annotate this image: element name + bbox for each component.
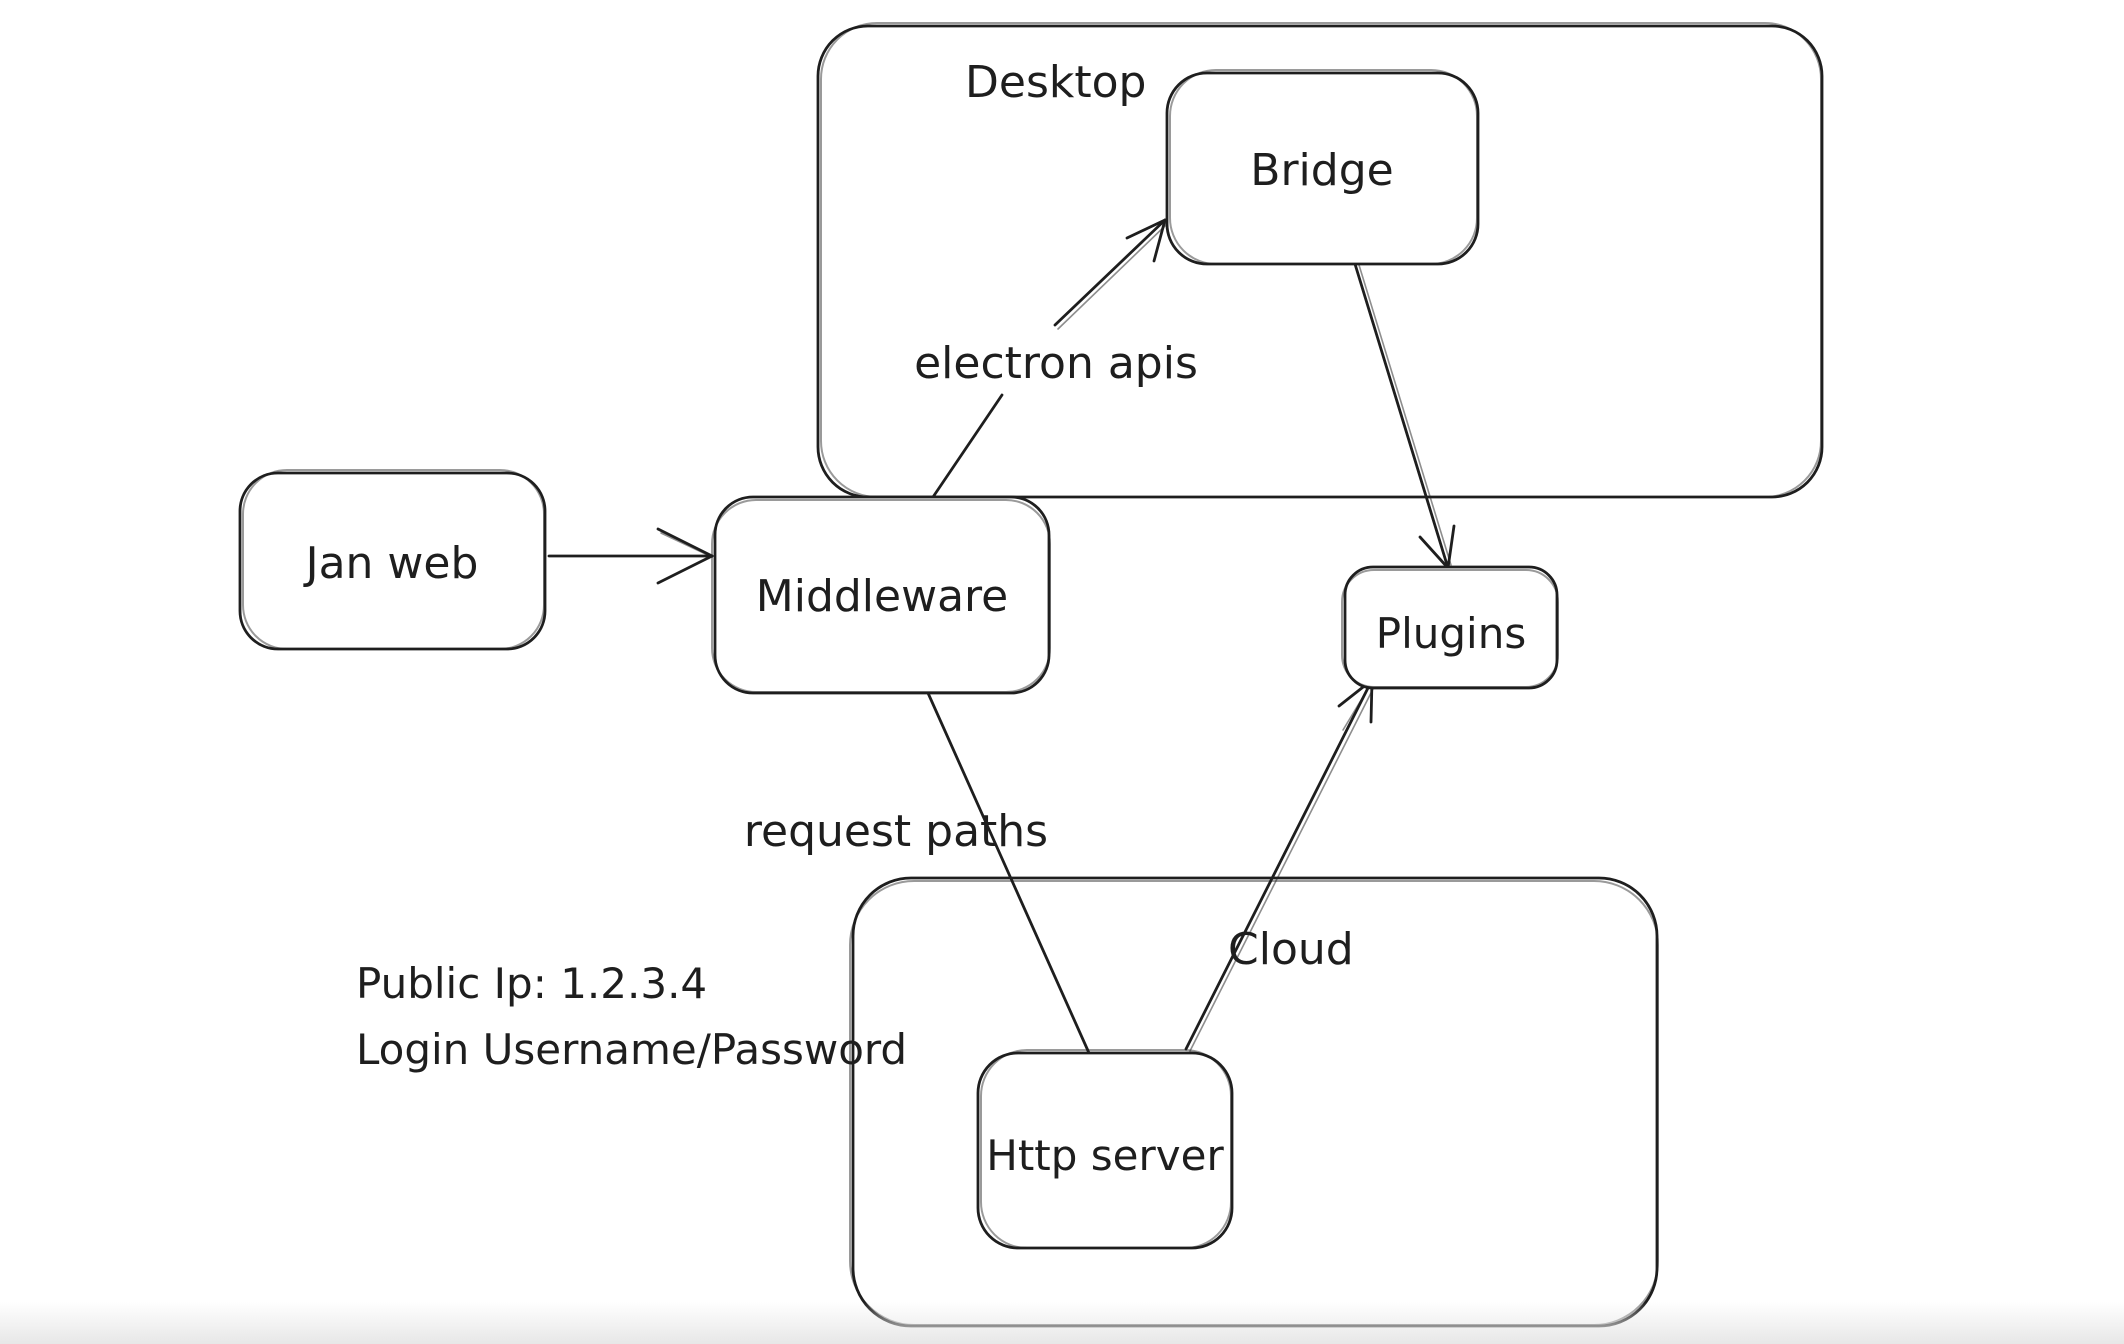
http-server-label: Http server	[986, 1131, 1224, 1180]
annotation-login: Login Username/Password	[356, 1025, 907, 1074]
jan-web-label: Jan web	[303, 538, 479, 589]
node-http-server[interactable]: Http server	[976, 1049, 1234, 1250]
node-middleware[interactable]: Middleware	[711, 495, 1051, 695]
cloud-label: Cloud	[1228, 924, 1354, 975]
middleware-label: Middleware	[756, 571, 1008, 622]
node-plugins[interactable]: Plugins	[1341, 565, 1559, 690]
arrow-httpserver-to-plugins[interactable]	[1184, 678, 1377, 1052]
annotation-public-ip: Public Ip: 1.2.3.4	[356, 959, 707, 1008]
edge-label-request-paths: request paths	[744, 806, 1048, 857]
line-middleware-to-httpserver[interactable]	[926, 691, 1091, 1055]
arrow-janweb-to-middleware[interactable]	[547, 527, 714, 585]
annotation-note: Public Ip: 1.2.3.4 Login Username/Passwo…	[356, 959, 907, 1074]
arrow-middleware-to-bridge[interactable]: electron apis	[914, 218, 1198, 499]
node-jan-web[interactable]: Jan web	[238, 469, 547, 651]
edge-label-electron-apis: electron apis	[914, 338, 1198, 389]
cloud-container[interactable]: Cloud	[849, 876, 1659, 1328]
arrow-bridge-to-plugins[interactable]	[1353, 262, 1456, 570]
desktop-label: Desktop	[965, 57, 1146, 108]
desktop-container[interactable]: Desktop	[816, 22, 1824, 499]
bridge-label: Bridge	[1250, 145, 1393, 196]
plugins-label: Plugins	[1376, 609, 1526, 658]
node-bridge[interactable]: Bridge	[1165, 69, 1480, 266]
